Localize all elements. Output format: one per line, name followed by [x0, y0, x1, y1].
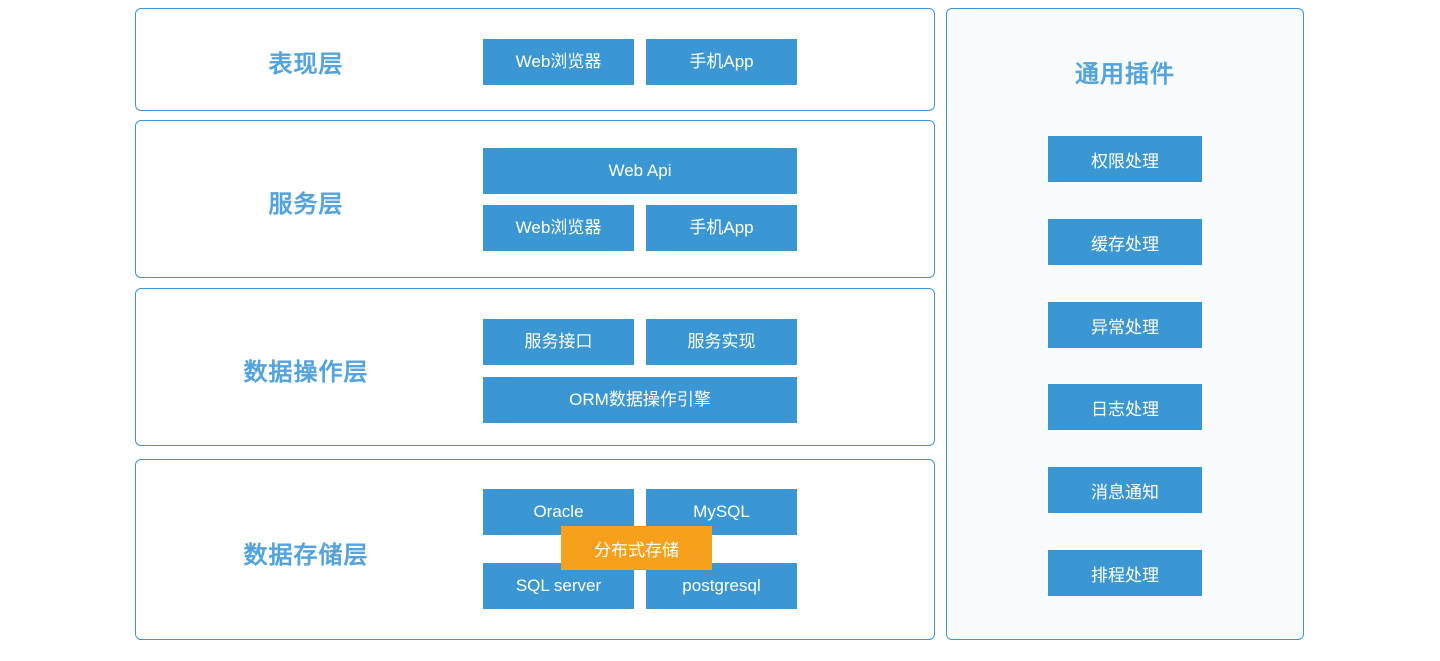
component-box-postgresql[interactable]: postgresql	[646, 563, 797, 609]
layer-panel-presentation: 表现层 Web浏览器 手机App	[135, 8, 935, 111]
plugin-box-notification[interactable]: 消息通知	[1048, 467, 1202, 513]
layer-panel-service: 服务层 Web Api Web浏览器 手机App	[135, 120, 935, 278]
plugin-box-permission[interactable]: 权限处理	[1048, 136, 1202, 182]
component-box-mobile-app[interactable]: 手机App	[646, 39, 797, 85]
layer-panel-data-storage: 数据存储层 Oracle MySQL SQL server postgresql…	[135, 459, 935, 640]
plugins-panel: 通用插件 权限处理 缓存处理 异常处理 日志处理 消息通知 排程处理	[946, 8, 1304, 640]
component-box-distributed-storage[interactable]: 分布式存储	[561, 526, 712, 570]
plugin-box-cache[interactable]: 缓存处理	[1048, 219, 1202, 265]
layer-title-data-storage: 数据存储层	[243, 542, 369, 569]
component-box-service-interface[interactable]: 服务接口	[483, 319, 634, 365]
plugin-box-scheduling[interactable]: 排程处理	[1048, 550, 1202, 596]
plugin-box-exception[interactable]: 异常处理	[1048, 302, 1202, 348]
component-box-orm-engine[interactable]: ORM数据操作引擎	[483, 377, 797, 423]
component-box-oracle[interactable]: Oracle	[483, 489, 634, 535]
component-box-web-browser[interactable]: Web浏览器	[483, 39, 634, 85]
layer-title-service: 服务层	[268, 191, 344, 218]
plugin-box-logging[interactable]: 日志处理	[1048, 384, 1202, 430]
layer-title-data-operation: 数据操作层	[243, 359, 369, 386]
component-box-service-implementation[interactable]: 服务实现	[646, 319, 797, 365]
component-box-web-browser[interactable]: Web浏览器	[483, 205, 634, 251]
layer-title-presentation: 表现层	[268, 51, 344, 78]
layer-panel-data-operation: 数据操作层 服务接口 服务实现 ORM数据操作引擎	[135, 288, 935, 446]
component-box-sql-server[interactable]: SQL server	[483, 563, 634, 609]
component-box-web-api[interactable]: Web Api	[483, 148, 797, 194]
component-box-mobile-app[interactable]: 手机App	[646, 205, 797, 251]
plugins-panel-title: 通用插件	[1075, 61, 1175, 88]
